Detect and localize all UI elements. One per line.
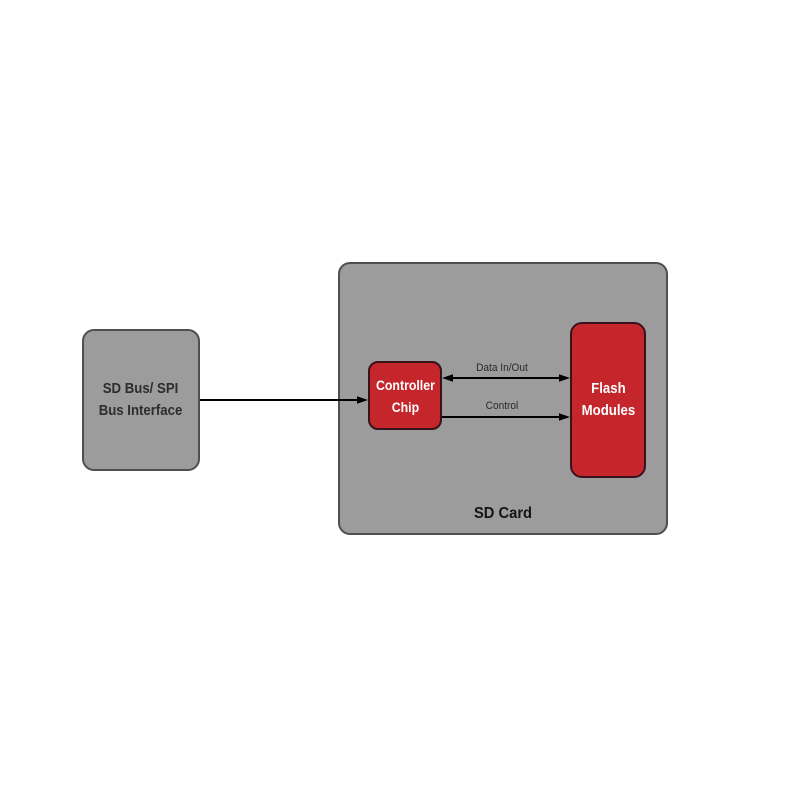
arrowhead-data-left (442, 374, 453, 382)
node-controller-chip: Controller Chip (368, 361, 442, 430)
node-flash-modules: Flash Modules (570, 322, 646, 478)
flash-modules-label: Flash Modules (581, 378, 635, 422)
sd-card-label: SD Card (473, 505, 533, 522)
arrowhead-control (559, 413, 570, 421)
bus-interface-label-line2: Bus Interface (99, 402, 183, 419)
bus-interface-label: SD Bus/ SPI Bus Interface (99, 378, 183, 422)
arrowhead-data-right (559, 374, 570, 382)
controller-chip-label-line1: Controller (375, 376, 435, 393)
flash-modules-label-line2: Modules (581, 402, 635, 419)
edge-label-data-in-out: Data In/Out (476, 362, 528, 374)
arrowhead-bus-to-controller (357, 396, 368, 404)
controller-chip-label: Controller Chip (376, 374, 435, 418)
controller-chip-label-line2: Chip (391, 398, 419, 415)
edge-label-control: Control (485, 400, 519, 412)
flash-modules-label-line1: Flash (590, 380, 626, 397)
node-bus-interface: SD Bus/ SPI Bus Interface (82, 329, 200, 471)
bus-interface-label-line1: SD Bus/ SPI (103, 380, 179, 397)
